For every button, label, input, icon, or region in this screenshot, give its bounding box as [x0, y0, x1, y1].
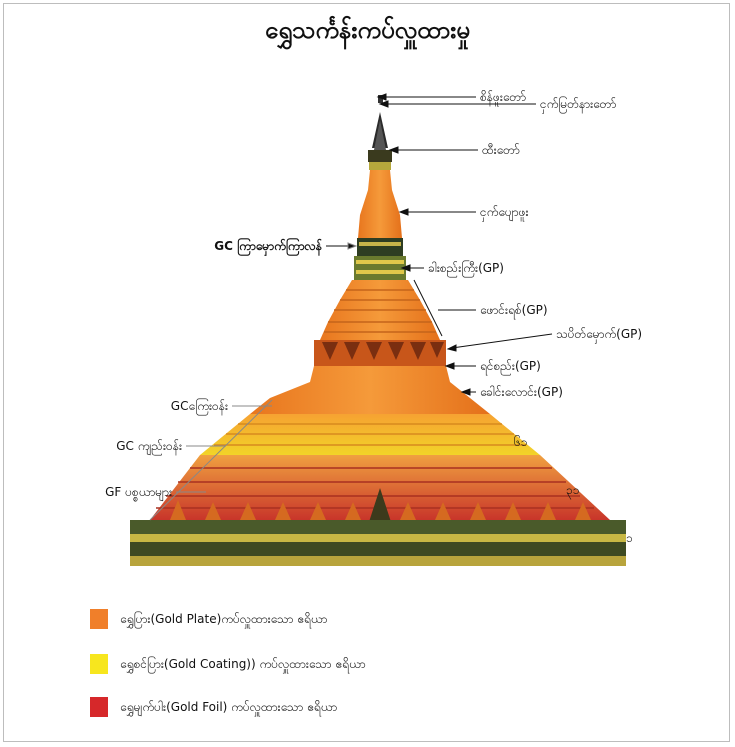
- pagoda-yellow-terraces: [200, 414, 540, 455]
- legend-text-gold-coating: ရွှေစင်ပြား(Gold Coating)) ကပ်လှူထားသော …: [120, 655, 366, 674]
- left-leader-lines: [149, 242, 358, 521]
- legend-swatch-gold-plate: [90, 609, 108, 629]
- label-banana-bud: ငှက်ပျောဖူး: [480, 204, 529, 222]
- label-terrace-1: ၁: [626, 531, 633, 545]
- pagoda-lotus-bands: [354, 238, 406, 280]
- label-diamond-orb: စိန်ဖူးတော်: [480, 89, 526, 107]
- label-bronze-ring: GCကြေးဝန်း: [171, 397, 228, 416]
- pagoda-small-stupas: [170, 488, 591, 525]
- label-terrace-31: ၃၁: [566, 483, 580, 500]
- label-ornaments: GF ပစ္စယာများ: [105, 485, 172, 502]
- label-alms-bowl: သပိတ်မှောက်(GP): [556, 326, 642, 344]
- pagoda-finial: [368, 95, 392, 170]
- right-leader-lines: [376, 93, 553, 396]
- pagoda-red-terraces: [150, 455, 610, 520]
- pagoda-alms-bowl: [314, 340, 446, 366]
- label-rings: ဖောင်းရစ်(GP): [480, 302, 548, 320]
- label-chest-band: ရင်စည်း(GP): [480, 358, 541, 376]
- legend-swatch-gold-foil: [90, 697, 108, 717]
- label-bell: ခေါင်းလောင်း(GP): [480, 384, 563, 399]
- label-hti-umbrella: ထီးတော်: [482, 142, 520, 157]
- legend-swatch-gold-coating: [90, 654, 108, 674]
- pagoda-banded-neck: [320, 280, 440, 340]
- pagoda-bud: [358, 170, 402, 238]
- legend: ရွှေပြား(Gold Plate)ကပ်လှူထားသော ဧရိယာ ရ…: [90, 609, 366, 717]
- label-terrace-61: ၆၁: [514, 434, 528, 449]
- label-lotus-bands: GC ကြာမှောက်ကြာလန်: [214, 236, 322, 257]
- label-vane: ငှက်မြတ်နားတော်: [540, 95, 616, 114]
- legend-text-gold-plate: ရွှေပြား(Gold Plate)ကပ်လှူထားသော ဧရိယာ: [120, 610, 327, 629]
- label-waist-band: ခါးစည်းကြီး(GP): [428, 259, 504, 278]
- diagram-title: ရွှေသင်္ကန်းကပ်လှူထားမှု: [264, 16, 471, 44]
- pagoda-bell: [250, 366, 490, 414]
- legend-text-gold-foil: ရွှေမျက်ပါး(Gold Foil) ကပ်လှူထားသော ဧရိယ…: [120, 699, 337, 717]
- label-terrace-ring: GC ကျည်းဝန်း: [116, 438, 182, 456]
- pagoda-base: [130, 520, 626, 566]
